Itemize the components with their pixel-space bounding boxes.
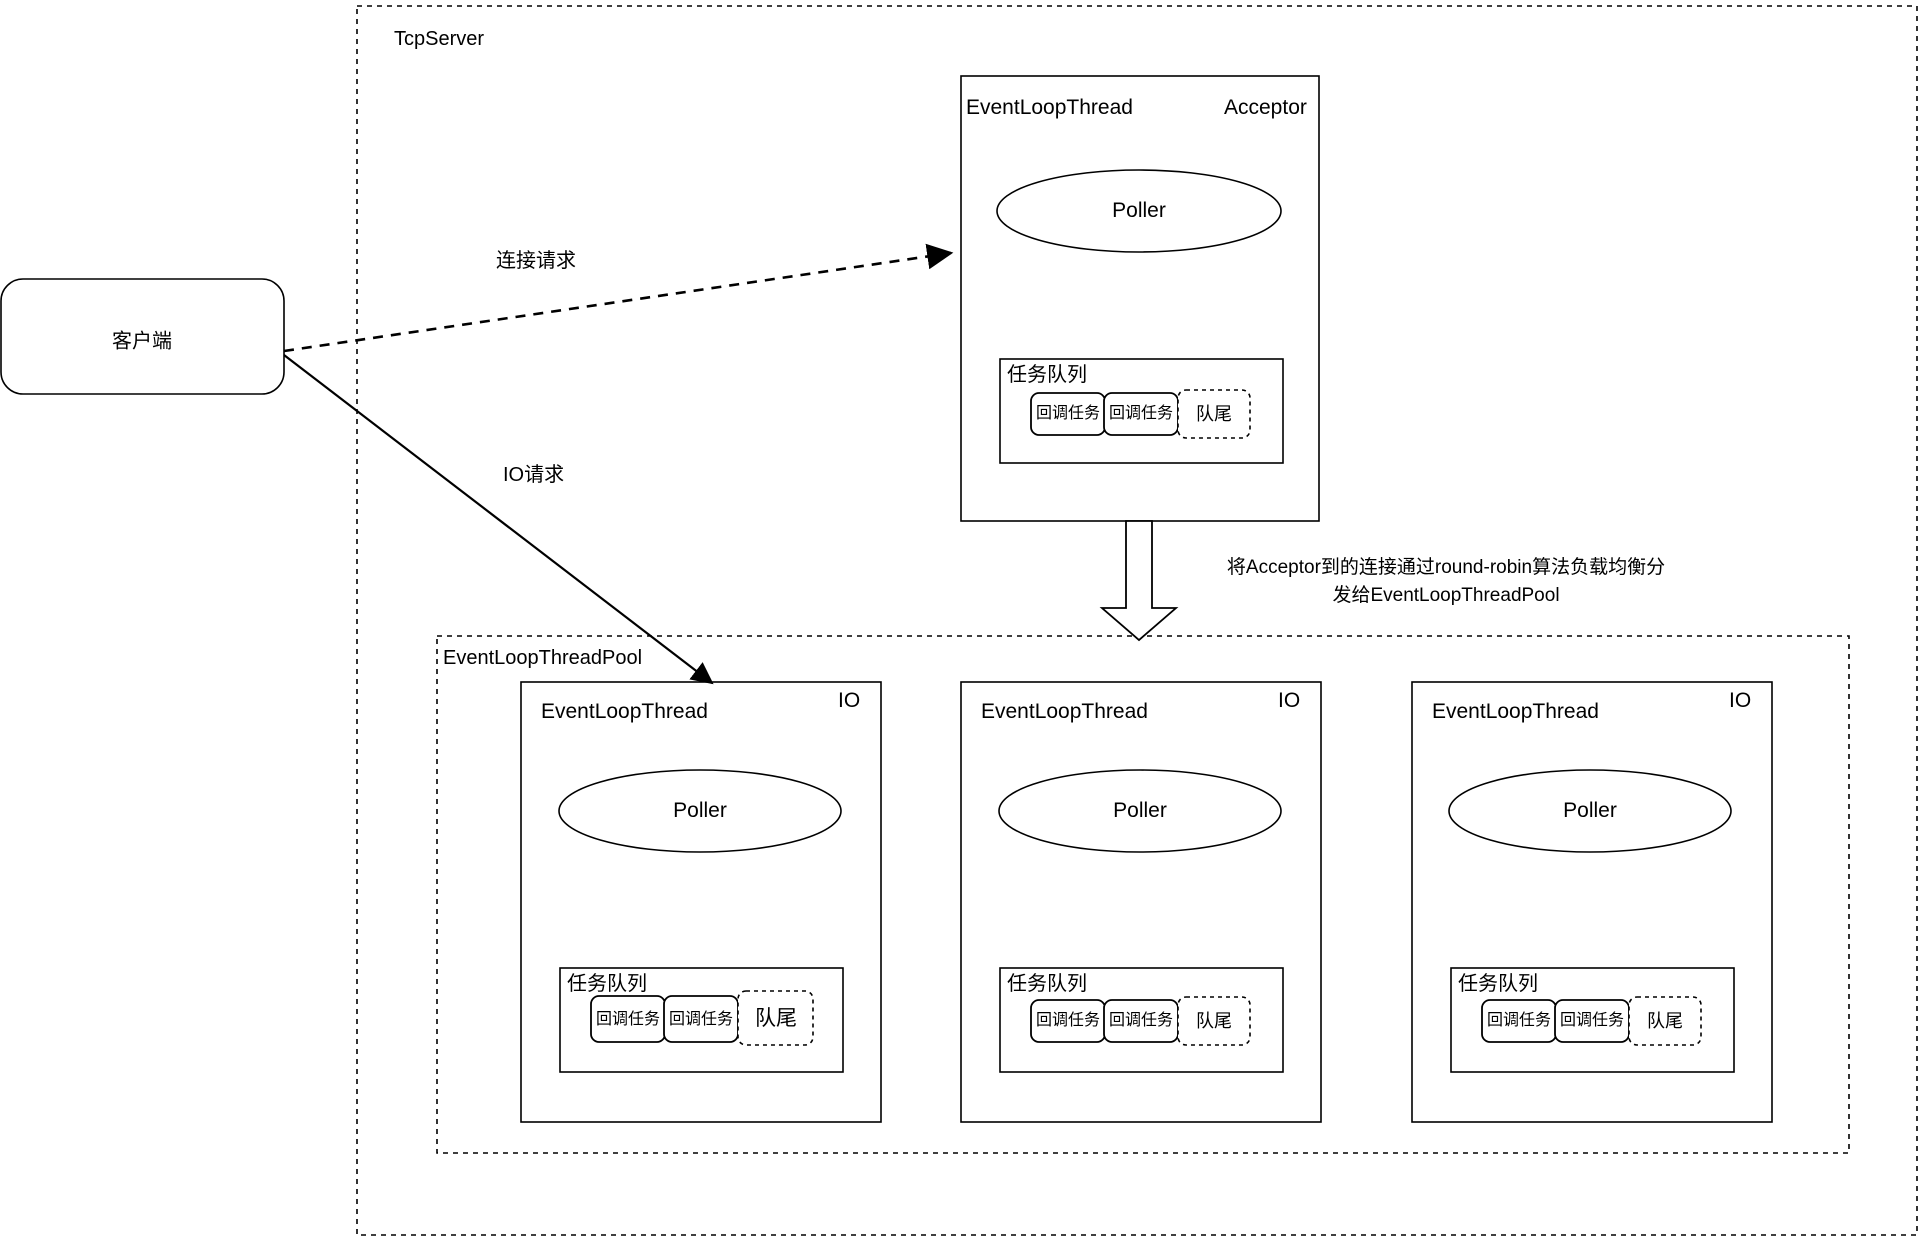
acceptor-thread-title: EventLoopThread [966,96,1133,119]
pool-container-label: EventLoopThreadPool [443,647,643,669]
acceptor-queue-label: 任务队列 [1007,364,1087,386]
pool-queue-label-2: 任务队列 [1007,973,1087,995]
acceptor-poller-ellipse[interactable] [996,169,1282,253]
edge-connect-request [283,243,954,353]
pool-thread-title-1: EventLoopThread [541,700,708,723]
pool-task-label-3-1: 回调任务 [1486,1012,1552,1029]
pool-queue-tail-label-3: 队尾 [1647,1010,1683,1031]
pool-queue-tail-chip-3[interactable] [1628,996,1702,1046]
pool-corner-label-1: IO [838,689,861,712]
pool-poller-ellipse-2[interactable] [998,769,1282,853]
edge-io-request [283,354,714,685]
pool-poller-ellipse-1[interactable] [558,769,842,853]
acceptor-corner-label: Acceptor [1224,96,1307,119]
pool-queue-tail-chip-1[interactable] [737,990,814,1046]
pool-queue-label-1: 任务队列 [567,973,647,995]
dispatch-note: 将Acceptor到的连接通过round-robin算法负载均衡分 发给Even… [1196,554,1696,609]
dispatch-note-line-1: 将Acceptor到的连接通过round-robin算法负载均衡分 [1226,557,1666,578]
acceptor-queue-tail-label: 队尾 [1196,403,1232,424]
pool-task-label-2-1: 回调任务 [1035,1012,1101,1029]
tcpserver-container-label: TcpServer [394,28,485,50]
pool-thread-title-3: EventLoopThread [1432,700,1599,723]
pool-task-label-1-1: 回调任务 [595,1011,661,1028]
pool-task-label-3-2: 回调任务 [1559,1012,1625,1029]
pool-poller-label-1: Poller [673,798,727,822]
client-label: 客户端 [112,330,172,353]
pool-task-label-2-2: 回调任务 [1108,1012,1174,1029]
acceptor-task-label-1: 回调任务 [1035,405,1101,422]
pool-poller-label-2: Poller [1113,798,1167,822]
pool-thread-title-2: EventLoopThread [981,700,1148,723]
acceptor-task-label-2: 回调任务 [1108,405,1174,422]
acceptor-queue-tail-chip[interactable] [1177,389,1251,439]
pool-task-label-1-2: 回调任务 [668,1011,734,1028]
dispatch-note-line-2: 发给EventLoopThreadPool [1332,584,1560,606]
pool-corner-label-3: IO [1729,689,1752,712]
pool-corner-label-2: IO [1278,689,1301,712]
edge-connect-request-label: 连接请求 [496,250,576,272]
client-box[interactable] [0,278,285,395]
pool-queue-tail-label-1: 队尾 [755,1006,797,1030]
pool-poller-ellipse-3[interactable] [1448,769,1732,853]
pool-queue-tail-label-2: 队尾 [1196,1010,1232,1031]
pool-poller-label-3: Poller [1563,798,1617,822]
edge-io-request-label: IO请求 [503,464,565,486]
pool-queue-tail-chip-2[interactable] [1177,996,1251,1046]
pool-queue-label-3: 任务队列 [1458,973,1538,995]
edge-dispatch-block-arrow [1099,520,1179,642]
acceptor-poller-label: Poller [1112,198,1166,222]
